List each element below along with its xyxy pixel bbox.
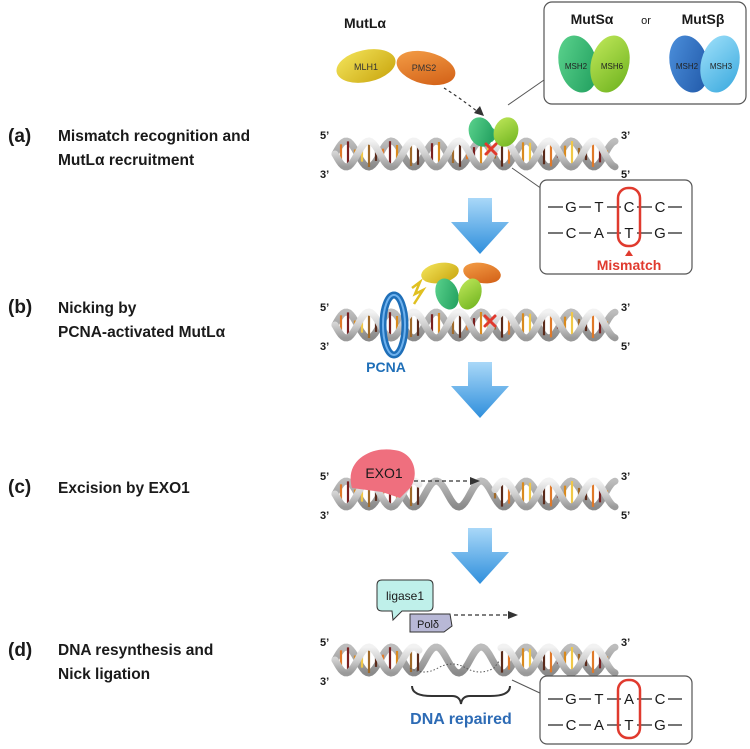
- step-a-letter: (a): [8, 126, 32, 147]
- step-arrow-1: [451, 198, 509, 254]
- msh6-subunit: [590, 35, 630, 93]
- step-d-title: DNA resynthesis and Nick ligation: [58, 639, 213, 687]
- msh2-beta-subunit: [669, 35, 709, 93]
- three-prime-a-right: 3’: [621, 130, 630, 142]
- repaired-label: DNA repaired: [410, 711, 512, 728]
- seq-top-base: T: [594, 199, 603, 216]
- front-strand: [331, 137, 619, 171]
- step-a-line2: MutLα recruitment: [58, 152, 195, 169]
- recruit-arrowhead: [474, 106, 484, 116]
- msh3-subunit: [700, 35, 740, 93]
- pms2-label: PMS2: [412, 63, 437, 73]
- dna-helix-d: [331, 643, 619, 677]
- mismatch-inset-box: [539, 179, 693, 275]
- mlh1-subunit: [336, 49, 396, 83]
- step-a-title: Mismatch recognition and MutLα recruitme…: [58, 125, 250, 173]
- pcna-label: PCNA: [366, 359, 406, 375]
- muts-beta-title: MutSβ: [682, 11, 725, 27]
- recruit-arrow: [443, 87, 479, 113]
- exo1-protein: [350, 449, 415, 498]
- step-c-title: Excision by EXO1: [58, 477, 190, 501]
- msh2-subunit: [558, 35, 598, 93]
- step-d-line1: DNA resynthesis and: [58, 642, 214, 659]
- step-arrow-3: [451, 528, 509, 584]
- pold-label: Polδ: [417, 619, 439, 631]
- seq-bottom-base: C: [566, 717, 577, 734]
- resynthesis-dotted-strand: [409, 659, 501, 673]
- seq-bottom-base: A: [594, 717, 604, 734]
- mutl-title: MutLα: [344, 15, 386, 31]
- seq-bottom-base: A: [594, 225, 604, 242]
- seq-top-base: C: [624, 199, 635, 216]
- three-prime-d-right: 3’: [621, 637, 630, 649]
- step-a-line1: Mismatch recognition and: [58, 128, 251, 145]
- five-prime-b: 5’: [320, 302, 329, 314]
- step-b-line1: Nicking by: [58, 300, 137, 317]
- dna-helix-b: [331, 308, 619, 342]
- ligase1-callout: [376, 579, 434, 622]
- msh6-label: MSH6: [601, 62, 624, 71]
- step-d-line2: Nick ligation: [58, 666, 151, 683]
- five-prime-d: 5’: [320, 637, 329, 649]
- seq-bottom-base: C: [566, 225, 577, 242]
- seq-top-base: C: [655, 199, 666, 216]
- five-prime-a-right: 5’: [621, 169, 630, 181]
- seq-top-base: G: [565, 199, 577, 216]
- ligase1-label: ligase1: [386, 589, 424, 603]
- three-prime-b-left: 3’: [320, 341, 329, 353]
- mismatch-label: Mismatch: [597, 257, 662, 273]
- five-prime-a: 5’: [320, 130, 329, 142]
- repaired-inset-box: [539, 675, 693, 745]
- step-c-line1: Excision by EXO1: [58, 480, 190, 497]
- three-prime-a-left: 3’: [320, 169, 329, 181]
- seq-top-base: C: [655, 691, 666, 708]
- mismatch-mark-a: [484, 142, 498, 156]
- five-prime-c-right: 5’: [621, 510, 630, 522]
- muts-alpha-title: MutSα: [571, 11, 614, 27]
- seq-bottom-base: T: [624, 225, 633, 242]
- mutl-bound-b: [421, 262, 501, 310]
- three-prime-c-right: 3’: [621, 471, 630, 483]
- five-prime-b-right: 5’: [621, 341, 630, 353]
- three-prime-c-left: 3’: [320, 510, 329, 522]
- seq-bottom-base: T: [624, 717, 633, 734]
- muts-inset: MutSα or MutSβ MSH2 MSH6 MSH2 MSH3: [507, 1, 747, 106]
- step-d-letter: (d): [8, 640, 33, 661]
- front-strand: [331, 643, 619, 677]
- msh2-label-beta: MSH2: [676, 62, 699, 71]
- step-c-letter: (c): [8, 477, 32, 498]
- msh3-label: MSH3: [710, 62, 733, 71]
- mismatch-mark-b: [483, 314, 497, 328]
- seq-top-base: T: [594, 691, 603, 708]
- pcna-clamp: [379, 291, 409, 359]
- repaired-brace: [411, 685, 511, 705]
- seq-top-base: A: [624, 691, 634, 708]
- seq-bottom-base: G: [654, 225, 666, 242]
- msh2-label-alpha: MSH2: [565, 62, 588, 71]
- three-prime-b-right: 3’: [621, 302, 630, 314]
- mlh1-label: MLH1: [354, 62, 378, 72]
- muts-bound-a: [468, 117, 519, 147]
- mismatch-highlight: [616, 186, 642, 248]
- step-b-title: Nicking by PCNA-activated MutLα: [58, 297, 225, 345]
- three-prime-d-left: 3’: [320, 676, 329, 688]
- exo1-label: EXO1: [365, 465, 403, 481]
- or-label: or: [641, 15, 651, 27]
- seq-top-base: G: [565, 691, 577, 708]
- pold-polymerase: [409, 613, 453, 633]
- pms2-subunit: [396, 50, 456, 86]
- seq-bottom-base: G: [654, 717, 666, 734]
- mutl-complex: MLH1 PMS2: [336, 49, 456, 86]
- repaired-highlight: [616, 678, 642, 740]
- dna-helix-a: [331, 137, 619, 171]
- step-b-letter: (b): [8, 297, 33, 318]
- step-arrow-2: [451, 362, 509, 418]
- step-b-line2: PCNA-activated MutLα: [58, 324, 226, 341]
- five-prime-c: 5’: [320, 471, 329, 483]
- nick-lightning-icon: [411, 278, 427, 305]
